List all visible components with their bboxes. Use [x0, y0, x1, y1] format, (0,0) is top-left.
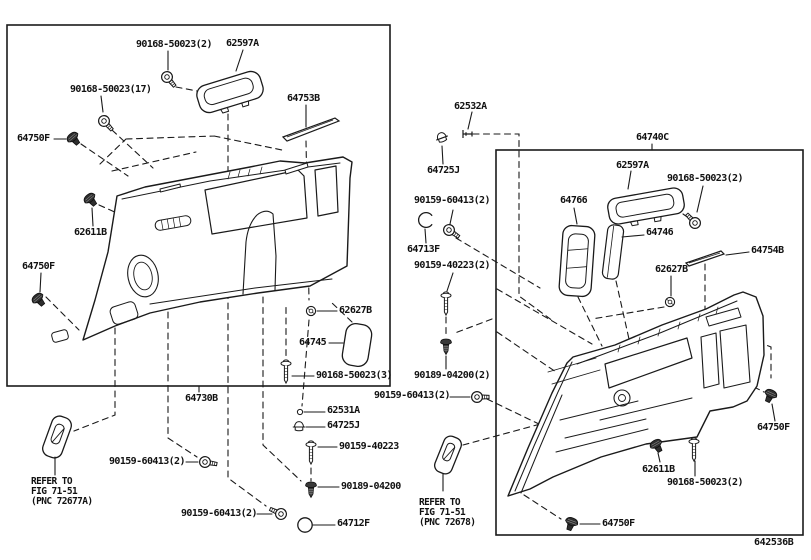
- part-label-90159-60413-left-2: 90159-60413(2): [181, 508, 257, 519]
- part-label-90159-40223-left: 90159-40223: [339, 441, 399, 452]
- part-64766-panel: [558, 224, 596, 298]
- part-label-64750f-right-side: 64750F: [757, 422, 790, 433]
- part-label-64746: 64746: [646, 227, 674, 238]
- part-64740c-quarter-trim-panel: [507, 291, 765, 497]
- part-64712f-cap: [297, 517, 313, 533]
- part-label-64730b: 64730B: [185, 393, 218, 404]
- part-refer-trim-right: [434, 435, 462, 475]
- part-64730b-quarter-trim-panel: [51, 156, 353, 343]
- part-label-64750f-right-bottom: 64750F: [602, 518, 635, 529]
- part-label-62531a-left: 62531A: [327, 405, 360, 416]
- diagram-code: 642536B: [754, 537, 794, 548]
- leader-lines: [39, 49, 776, 526]
- part-label-64766: 64766: [560, 195, 588, 206]
- part-refer-trim-left: [42, 415, 72, 459]
- part-label-90168-50023-17: 90168-50023(17): [70, 84, 152, 95]
- part-label-64740c: 64740C: [636, 132, 669, 143]
- part-label-62597a-right: 62597A: [616, 160, 649, 171]
- part-label-64725j-right: 64725J: [427, 165, 460, 176]
- part-label-64745: 64745: [299, 337, 327, 348]
- part-label-62627b-right: 62627B: [655, 264, 688, 275]
- part-label-90168-50023-2-right-bottom: 90168-50023(2): [667, 477, 743, 488]
- fastener-glyphs: [29, 68, 779, 533]
- part-label-62611b-right: 62611B: [642, 464, 675, 475]
- part-label-64753b: 64753B: [287, 93, 320, 104]
- part-64713f-ring: [418, 211, 433, 229]
- part-62597a-left-tray: [196, 70, 264, 114]
- part-label-64712f: 64712F: [337, 518, 370, 529]
- part-label-62611b-left: 62611B: [74, 227, 107, 238]
- refer-note-right: REFER TO FIG 71-51 (PNC 72678): [419, 497, 476, 528]
- part-label-90168-50023-2-right-top: 90168-50023(2): [667, 173, 743, 184]
- part-64754b-strip: [684, 250, 726, 267]
- refer-note-left: REFER TO FIG 71-51 (PNC 72677A): [31, 476, 93, 507]
- part-label-64750f-left-lower: 64750F: [22, 261, 55, 272]
- right-assembly-box: [495, 149, 804, 536]
- part-label-62532a: 62532A: [454, 101, 487, 112]
- refer-note-left-line2: FIG 71-51: [31, 486, 78, 497]
- refer-note-left-line1: REFER TO: [31, 476, 73, 487]
- part-label-90168-50023-2-left: 90168-50023(2): [136, 39, 212, 50]
- part-label-90159-60413-left-1: 90159-60413(2): [109, 456, 185, 467]
- part-62532a-pin: [462, 130, 473, 138]
- part-64753b-strip: [281, 117, 341, 142]
- part-label-90189-04200-left: 90189-04200: [341, 481, 401, 492]
- refer-note-left-line3: (PNC 72677A): [31, 496, 93, 507]
- part-label-90159-40223-right: 90159-40223(2): [414, 260, 490, 271]
- part-label-90168-50023-3: 90168-50023(3): [316, 370, 392, 381]
- part-label-62627b-left: 62627B: [339, 305, 372, 316]
- part-label-90189-04200-right: 90189-04200(2): [414, 370, 490, 381]
- part-64746-strip: [601, 224, 625, 280]
- refer-note-right-line3: (PNC 72678): [419, 517, 476, 528]
- part-label-64713f: 64713F: [407, 244, 440, 255]
- part-62597a-right-tray: [607, 187, 685, 227]
- part-label-90159-60413-right-1: 90159-60413(2): [414, 195, 490, 206]
- refer-note-right-line1: REFER TO: [419, 497, 461, 508]
- part-label-64754b: 64754B: [751, 245, 784, 256]
- refer-note-right-line2: FIG 71-51: [419, 507, 466, 518]
- part-label-64750f-left-upper: 64750F: [17, 133, 50, 144]
- part-label-64725j-left: 64725J: [327, 420, 360, 431]
- part-64745-pad: [341, 323, 373, 367]
- part-label-62597a-left: 62597A: [226, 38, 259, 49]
- part-label-90159-60413-right-2: 90159-60413(2): [374, 390, 450, 401]
